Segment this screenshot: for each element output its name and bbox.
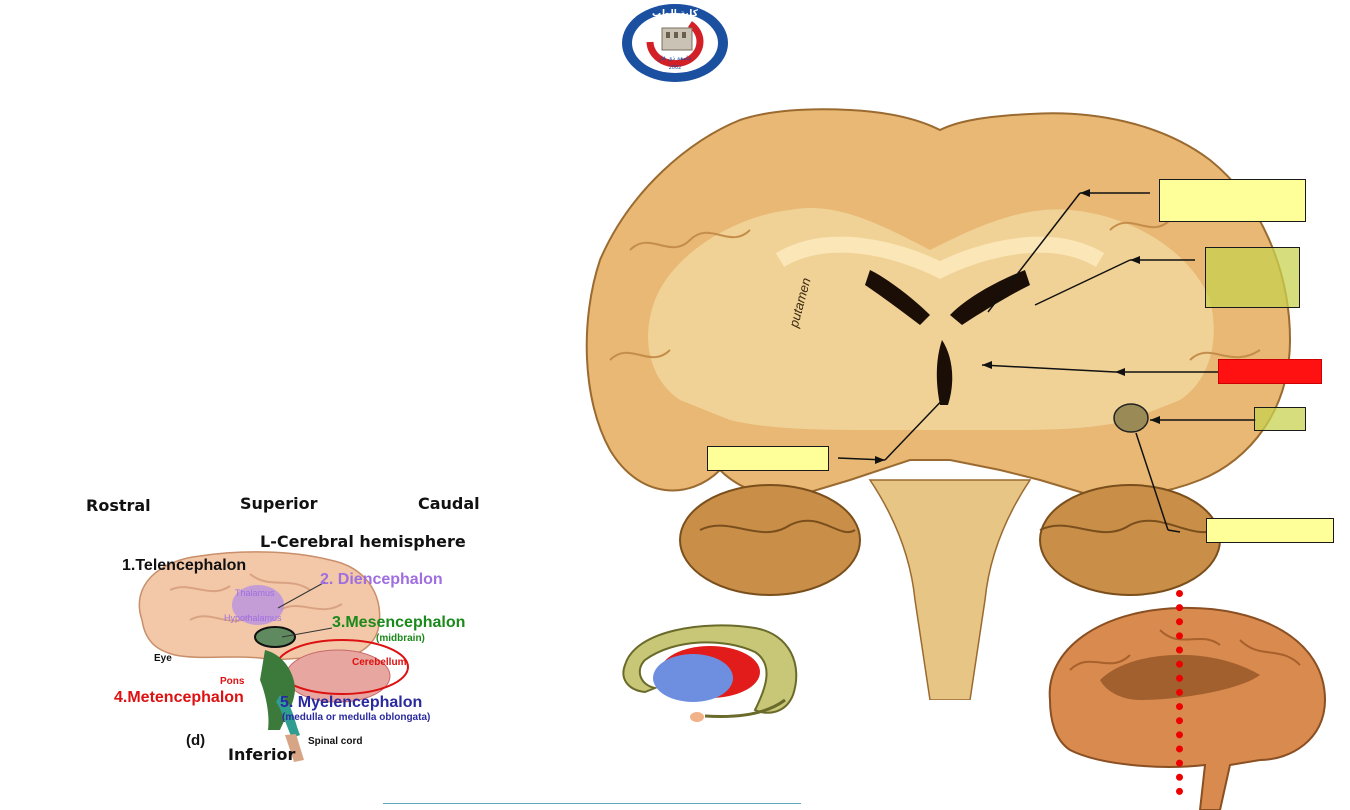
label-box-right-olive-small[interactable] xyxy=(1254,407,1306,431)
eye-label: Eye xyxy=(154,653,172,664)
brain-divisions-illustration xyxy=(138,551,409,762)
label-box-left[interactable] xyxy=(707,446,829,471)
footer-divider xyxy=(383,803,801,804)
rostral-label: Rostral xyxy=(86,496,151,515)
label-box-right-red[interactable] xyxy=(1218,359,1322,384)
label-box-top-right[interactable] xyxy=(1159,179,1306,222)
inferior-label: Inferior xyxy=(228,745,296,764)
college-logo: كلية الطب جامعة ذي قار 2002 xyxy=(620,2,730,84)
metencephalon-label: 4.Metencephalon xyxy=(114,689,244,706)
pons-label: Pons xyxy=(220,676,245,687)
brain-divisions-diagram: Rostral Superior Caudal L-Cerebral hemis… xyxy=(80,490,500,770)
telencephalon-label: 1.Telencephalon xyxy=(122,557,247,574)
college-seal-icon: كلية الطب جامعة ذي قار 2002 xyxy=(622,4,728,82)
midbrain-label: (midbrain) xyxy=(376,633,425,644)
cerebellum-label: Cerebellum xyxy=(352,657,407,668)
mesencephalon-label: 3.Mesencephalon xyxy=(332,614,466,631)
diencephalon-label: 2. Diencephalon xyxy=(320,571,443,588)
caudal-label: Caudal xyxy=(418,494,480,513)
svg-text:2002: 2002 xyxy=(669,65,682,71)
ventricles-3d-thumbnail xyxy=(622,624,798,722)
hemisphere-label: L-Cerebral hemisphere xyxy=(260,532,466,551)
thalamus-label: Thalamus xyxy=(235,588,275,598)
panel-label: (d) xyxy=(186,732,206,749)
myelencephalon-label: 5. Myelencephalon xyxy=(280,694,423,711)
svg-text:جامعة ذي قار: جامعة ذي قار xyxy=(657,55,692,62)
spinal-cord-label: Spinal cord xyxy=(308,736,363,747)
medulla-label: (medulla or medulla oblongata) xyxy=(282,712,431,723)
svg-text:كلية الطب: كلية الطب xyxy=(652,9,699,19)
section-cut-line xyxy=(1176,590,1193,795)
label-box-bottom-right[interactable] xyxy=(1206,518,1334,543)
hypothalamus-label: Hypothalamus xyxy=(224,613,282,623)
superior-label: Superior xyxy=(240,494,318,513)
label-box-right-olive-large[interactable] xyxy=(1205,247,1300,308)
coronal-brain-section xyxy=(585,108,1292,700)
